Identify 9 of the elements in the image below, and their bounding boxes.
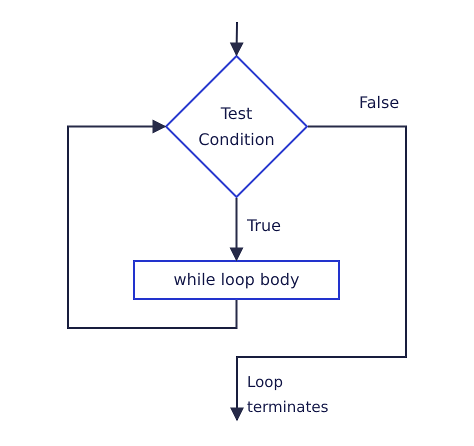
arrow — [230, 198, 244, 262]
node-text: Test Condition — [197, 102, 276, 150]
arrow — [67, 120, 238, 329]
decision-diamond — [165, 55, 308, 198]
node-text: while loop body — [174, 269, 300, 292]
arrow — [230, 22, 244, 56]
node-text: Loop terminates — [247, 372, 330, 418]
arrow — [230, 126, 407, 422]
process-box — [133, 260, 340, 300]
